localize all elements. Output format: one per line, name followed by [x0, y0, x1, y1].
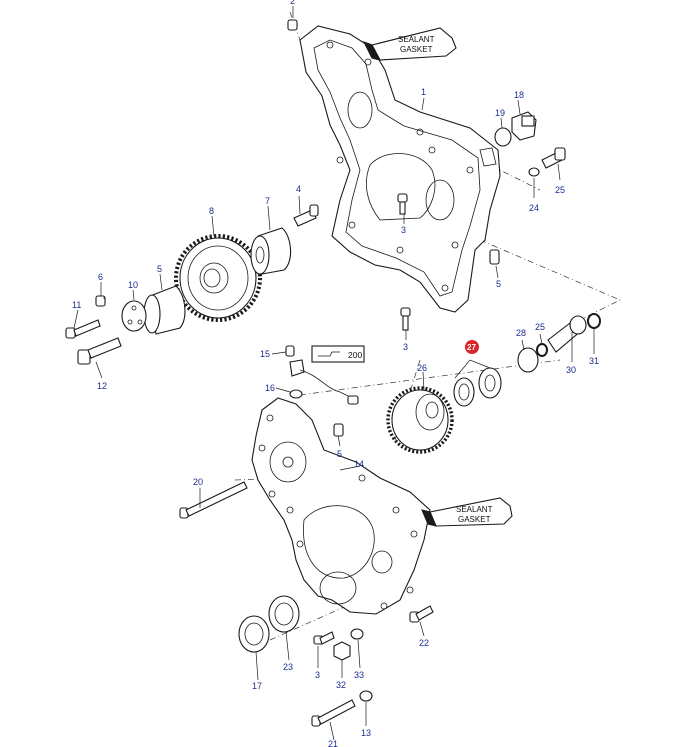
callout-25-upper: 25	[555, 185, 565, 195]
callout-6: 6	[98, 272, 103, 282]
callout-26: 26	[417, 363, 427, 373]
highlight-badge	[465, 340, 479, 354]
part-16-o-ring	[289, 389, 303, 399]
callout-16: 16	[265, 383, 275, 393]
tube-top-line2: GASKET	[400, 45, 433, 54]
part-25-bolt-upper	[541, 147, 566, 169]
part-23-seal	[268, 595, 300, 633]
part-9-bushing	[143, 285, 186, 335]
part-22-bolt	[409, 605, 434, 623]
part-10-thrust-plate	[121, 300, 147, 332]
callout-3-c: 3	[315, 670, 320, 680]
part-8-idler-gear	[174, 234, 262, 322]
part-19-o-ring	[494, 127, 512, 147]
callout-31: 31	[589, 356, 599, 366]
part-24-washer	[528, 167, 540, 177]
reference-number: 200	[348, 350, 362, 360]
part-13-washer	[359, 690, 373, 702]
part-5-dowel-b	[333, 423, 344, 437]
callout-15: 15	[260, 349, 270, 359]
callout-2: 2	[290, 0, 295, 6]
part-3-bolt-b	[400, 307, 411, 331]
callout-5-b: 5	[337, 449, 342, 459]
callout-22: 22	[419, 638, 429, 648]
callout-23: 23	[283, 662, 293, 672]
callout-10: 10	[128, 280, 138, 290]
callout-21: 21	[328, 739, 338, 747]
callout-1: 1	[421, 87, 426, 97]
part-17-seal	[238, 615, 270, 653]
callout-28: 28	[516, 328, 526, 338]
callout-5-a: 5	[496, 279, 501, 289]
callout-19: 19	[495, 108, 505, 118]
sealant-gasket-tube-middle: SEALANT GASKET	[421, 497, 513, 527]
sealant-gasket-tube-top: SEALANT GASKET	[362, 27, 457, 61]
callout-7: 7	[265, 196, 270, 206]
callout-numbers: 2 1 18 19 25 24 4 3 3 5 8 7 6 10 5 11 12…	[72, 0, 599, 747]
part-3-bolt-a	[397, 193, 408, 215]
part-11-bolt	[65, 319, 101, 339]
part-2-bolt	[287, 19, 298, 31]
part-6-bolt	[95, 295, 106, 307]
reference-box-200: 200	[311, 345, 365, 363]
callout-11: 11	[72, 300, 81, 310]
callout-17: 17	[252, 681, 262, 691]
callout-9: 5	[157, 264, 162, 274]
callout-30: 30	[566, 365, 576, 375]
callout-25-lower: 25	[535, 322, 545, 332]
part-30-shaft	[547, 315, 587, 353]
part-25-o-ring	[536, 343, 548, 357]
callout-3-a: 3	[401, 225, 406, 235]
part-7-hub	[250, 227, 292, 275]
part-12-bolt	[77, 337, 122, 365]
callout-12: 12	[97, 381, 107, 391]
part-28-circlip	[517, 347, 539, 373]
leader-lines	[73, 6, 595, 741]
callout-18: 18	[514, 90, 524, 100]
callout-13: 13	[361, 728, 371, 738]
part-27-bearings	[453, 359, 502, 407]
callout-32: 32	[336, 680, 346, 690]
part-4-bolt	[293, 204, 319, 227]
callout-14: 14	[354, 459, 364, 469]
part-3-bolt-c	[313, 631, 335, 645]
part-31-o-ring	[587, 313, 601, 329]
part-33-washer	[350, 628, 364, 640]
callout-8: 8	[209, 206, 214, 216]
tube-middle-line1: SEALANT	[456, 505, 493, 514]
callout-20: 20	[193, 477, 203, 487]
callout-3-b: 3	[403, 342, 408, 352]
part-26-gear	[386, 386, 454, 454]
upper-timing-housing	[299, 25, 501, 313]
callout-33: 33	[354, 670, 364, 680]
callout-24: 24	[529, 203, 539, 213]
tube-top-line1: SEALANT	[398, 35, 435, 44]
part-18-sensor	[511, 111, 537, 141]
callout-27: 27	[467, 343, 476, 352]
lower-timing-cover	[251, 397, 431, 615]
callout-4: 4	[296, 184, 301, 194]
part-15-sensor	[285, 345, 359, 405]
part-20-bolt	[179, 481, 248, 519]
part-21-bolt	[311, 699, 356, 727]
part-5-dowel-a	[489, 249, 500, 265]
tube-middle-line2: GASKET	[458, 515, 491, 524]
part-32-nut	[333, 641, 351, 661]
